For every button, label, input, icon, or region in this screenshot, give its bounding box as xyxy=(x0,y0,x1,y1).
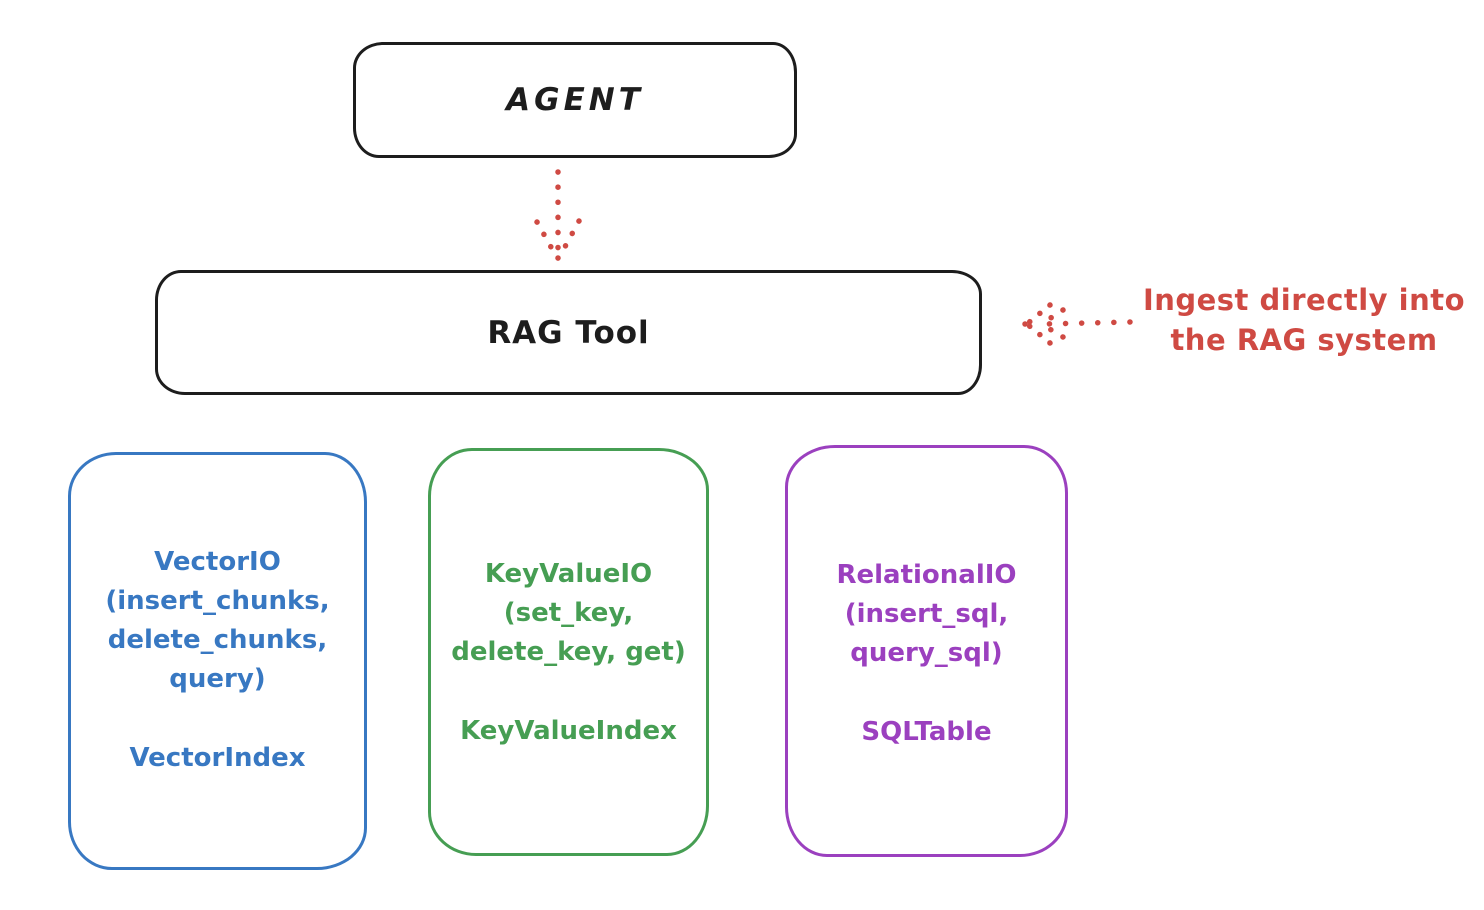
rag-tool-label: RAG Tool xyxy=(487,314,650,351)
spacer xyxy=(788,673,1065,713)
ingest-dotted-arrow-left xyxy=(1022,302,1133,346)
relational-io-methods-line1: (insert_sql, xyxy=(844,599,1009,629)
vector-io-methods-line2: delete_chunks, xyxy=(107,625,328,655)
sql-table-label: SQLTable xyxy=(861,717,992,747)
ingest-annotation-line1: Ingest directly into xyxy=(1142,283,1466,317)
key-value-io-box: KeyValueIO (set_key, delete_key, get) Ke… xyxy=(428,448,709,856)
agent-to-ragtool-dotted-arrow-down xyxy=(534,169,582,262)
agent-box: AGENT xyxy=(353,42,797,158)
vector-io-box: VectorIO (insert_chunks, delete_chunks, … xyxy=(68,452,367,870)
rag-tool-box: RAG Tool xyxy=(155,270,982,395)
key-value-io-methods-line1: (set_key, xyxy=(503,598,634,628)
spacer xyxy=(71,699,364,739)
relational-io-title: RelationalIO xyxy=(836,560,1017,590)
agent-label: AGENT xyxy=(506,82,644,118)
vector-index-label: VectorIndex xyxy=(129,743,306,773)
vector-io-title: VectorIO xyxy=(154,547,281,577)
spacer xyxy=(431,672,706,712)
vector-io-methods-line3: query) xyxy=(169,664,266,694)
key-value-index-label: KeyValueIndex xyxy=(460,716,677,746)
ingest-annotation-line2: the RAG system xyxy=(1170,323,1438,357)
ingest-annotation: Ingest directly into the RAG system xyxy=(1128,280,1480,360)
key-value-io-methods-line2: delete_key, get) xyxy=(451,637,686,667)
vector-io-methods-line1: (insert_chunks, xyxy=(105,586,330,616)
key-value-io-title: KeyValueIO xyxy=(484,559,653,589)
relational-io-box: RelationalIO (insert_sql, query_sql) SQL… xyxy=(785,445,1068,857)
relational-io-methods-line2: query_sql) xyxy=(850,638,1003,668)
